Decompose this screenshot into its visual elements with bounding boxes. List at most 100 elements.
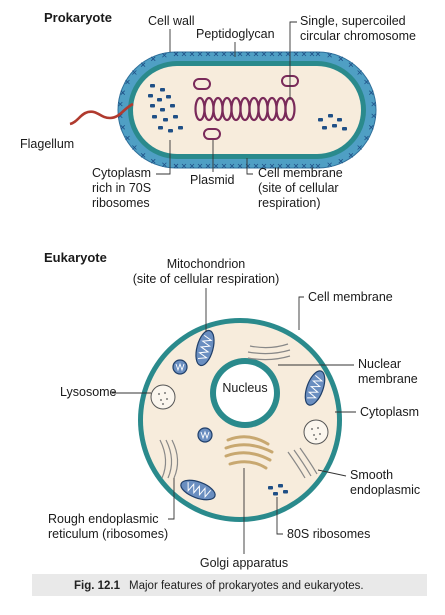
label-plasmid: Plasmid	[190, 173, 235, 187]
peptidoglycan-mark	[162, 52, 167, 58]
prokaryote-cytoplasm	[133, 66, 361, 154]
peptidoglycan-mark	[189, 51, 195, 57]
peptidoglycan-mark	[221, 51, 227, 57]
peptidoglycan-mark	[338, 158, 344, 164]
label-smooth-er-1: Smooth	[350, 468, 393, 482]
endoplasmic-reticulum	[159, 343, 318, 479]
peptidoglycan-pattern	[118, 51, 376, 169]
peptidoglycan-mark	[368, 125, 374, 130]
label-golgi: Golgi apparatus	[200, 556, 288, 570]
peptidoglycan-mark	[120, 125, 126, 130]
peptidoglycan-mark	[293, 163, 299, 169]
leader-rough-er	[168, 478, 175, 520]
label-mitochondrion-1: Mitochondrion	[167, 257, 246, 271]
peptidoglycan-mark	[371, 101, 376, 107]
peptidoglycan-mark	[181, 51, 187, 57]
leader-80s-ribosomes	[276, 497, 283, 535]
flagellum	[69, 102, 134, 126]
prokaryote-heading: Prokaryote	[44, 10, 112, 25]
label-nucleus: Nucleus	[222, 381, 267, 395]
label-cell-membrane-3: respiration)	[258, 196, 321, 210]
peptidoglycan-mark	[197, 163, 203, 169]
peptidoglycan-mark	[277, 163, 283, 169]
supercoiled-chromosome	[194, 96, 296, 122]
peptidoglycan-mark	[140, 62, 146, 67]
eukaryote-heading: Eukaryote	[44, 250, 107, 265]
peptidoglycan-mark	[229, 51, 235, 57]
peptidoglycan-mark	[181, 163, 187, 169]
peptidoglycan-mark	[253, 51, 259, 57]
peptidoglycan-mark	[261, 51, 267, 57]
ribosomes-70s	[148, 84, 347, 133]
nucleus	[216, 364, 274, 422]
label-cytoplasm-1: Cytoplasm	[92, 166, 151, 180]
label-rough-er-2: reticulum (ribosomes)	[48, 527, 168, 541]
peptidoglycan-mark	[269, 51, 275, 57]
peptidoglycan-mark	[348, 153, 354, 158]
peptidoglycan-mark	[162, 162, 167, 168]
ribosomes-80s	[268, 484, 288, 496]
label-nuclear-membrane-1: Nuclear	[358, 357, 401, 371]
peptidoglycan-mark	[348, 62, 354, 67]
caption-text: Major features of prokaryotes and eukary…	[129, 580, 364, 592]
peptidoglycan-mark	[140, 153, 146, 158]
peptidoglycan-mark	[120, 90, 126, 95]
peptidoglycan-mark	[237, 51, 243, 57]
caption-bar	[32, 574, 427, 596]
label-cell-membrane-1: Cell membrane	[258, 166, 343, 180]
golgi-apparatus	[224, 435, 274, 470]
peptidoglycan-mark	[327, 162, 332, 168]
peptidoglycan-mark	[327, 52, 332, 58]
peptidoglycan-mark	[221, 163, 227, 169]
peptidoglycan-mark	[261, 163, 267, 169]
peptidoglycan-mark	[173, 163, 179, 169]
leader-smooth-er	[317, 469, 347, 477]
label-cytoplasm-2: rich in 70S	[92, 181, 151, 195]
peptidoglycan-mark	[277, 51, 283, 57]
peptidoglycan-mark	[150, 158, 156, 164]
lysosomes	[150, 384, 329, 445]
peptidoglycan-mark	[315, 163, 321, 169]
peptidoglycan-mark	[205, 163, 211, 169]
mitochondria	[172, 329, 326, 501]
peptidoglycan-mark	[309, 163, 315, 169]
leader-cell-membrane	[246, 158, 253, 175]
label-cell-wall: Cell wall	[148, 14, 195, 28]
caption-number: Fig. 12.1	[74, 580, 121, 592]
peptidoglycan-mark	[150, 56, 156, 62]
peptidoglycan-mark	[285, 51, 291, 57]
peptidoglycan-mark	[205, 51, 211, 57]
label-80s-ribosomes: 80S ribosomes	[287, 527, 370, 541]
leader-eukaryote-cell-membrane	[298, 296, 304, 330]
peptidoglycan-mark	[269, 163, 275, 169]
label-lysosome: Lysosome	[60, 385, 117, 399]
peptidoglycan-mark	[132, 145, 137, 150]
lysosome-dots	[158, 392, 321, 440]
peptidoglycan-mark	[357, 145, 362, 150]
caption-line: Fig. 12.1 Major features of prokaryotes a…	[74, 580, 364, 592]
peptidoglycan-mark	[301, 51, 307, 57]
peptidoglycan-mark	[368, 90, 374, 95]
peptidoglycan-mark	[132, 70, 137, 75]
peptidoglycan-mark	[229, 163, 235, 169]
peptidoglycan-mark	[364, 135, 369, 141]
peptidoglycan-mark	[189, 163, 195, 169]
peptidoglycan-mark	[293, 51, 299, 57]
label-rough-er-1: Rough endoplasmic	[48, 512, 159, 526]
peptidoglycan-mark	[364, 79, 369, 85]
label-cytoplasm-3: ribosomes	[92, 196, 150, 210]
leader-cytoplasm	[156, 140, 171, 175]
peptidoglycan-mark	[125, 135, 130, 141]
peptidoglycan-mark	[197, 51, 203, 57]
peptidoglycan-mark	[118, 101, 123, 107]
label-cell-membrane-2: (site of cellular	[258, 181, 339, 195]
label-eukaryote-cell-membrane: Cell membrane	[308, 290, 393, 304]
label-mitochondrion-2: (site of cellular respiration)	[133, 272, 280, 286]
leader-chromosome	[289, 21, 297, 100]
peptidoglycan-mark	[237, 163, 243, 169]
peptidoglycan-mark	[309, 51, 315, 57]
peptidoglycan-mark	[173, 51, 179, 57]
label-flagellum: Flagellum	[20, 137, 74, 151]
label-peptidoglycan: Peptidoglycan	[196, 27, 275, 41]
